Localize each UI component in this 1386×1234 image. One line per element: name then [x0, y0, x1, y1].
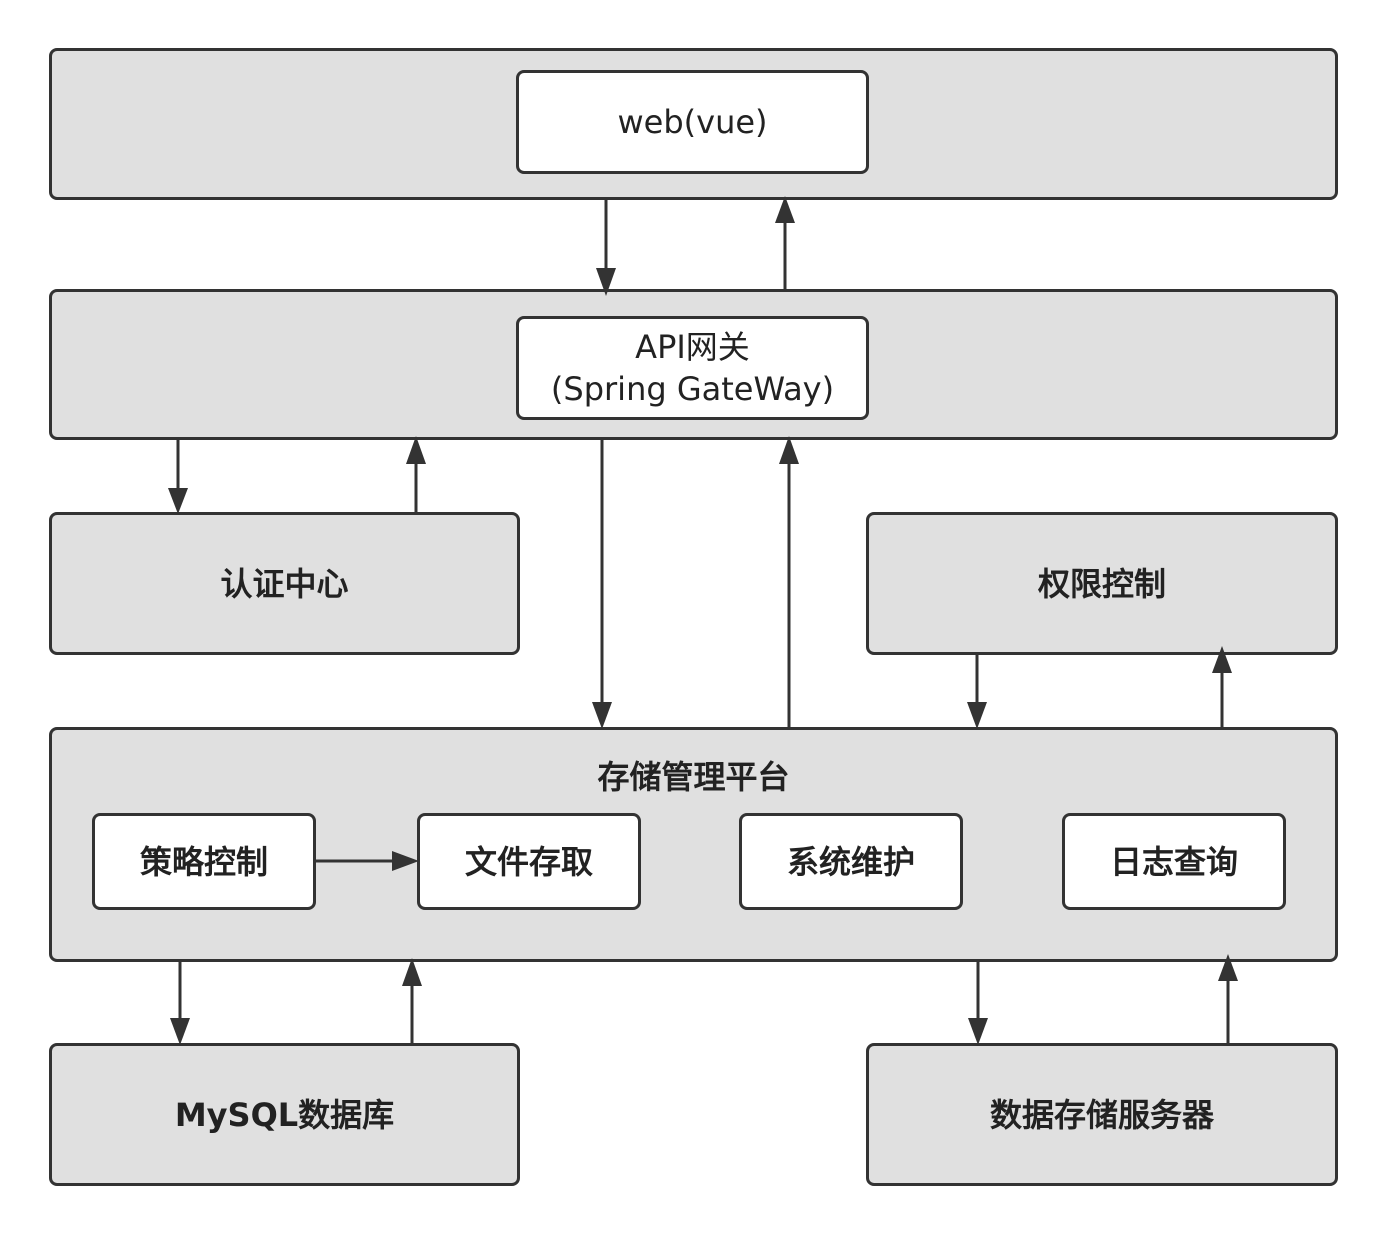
- data-storage-server-label: 数据存储服务器: [989, 1095, 1214, 1134]
- arrowhead-gateway-to-web: [775, 196, 795, 223]
- storage-platform-title: 存储管理平台: [597, 758, 790, 796]
- log-query-label: 日志查询: [1109, 842, 1238, 881]
- system-maintenance-label: 系统维护: [786, 842, 915, 881]
- log-query-node[interactable]: 日志查询: [1062, 813, 1286, 910]
- web-vue-node[interactable]: web(vue): [516, 70, 869, 174]
- data-storage-server-node[interactable]: 数据存储服务器: [866, 1043, 1338, 1186]
- file-access-node[interactable]: 文件存取: [417, 813, 641, 910]
- arrowhead-mysql-to-platform: [402, 958, 422, 986]
- policy-control-node[interactable]: 策略控制: [92, 813, 316, 910]
- file-access-label: 文件存取: [464, 842, 593, 881]
- permission-control-node[interactable]: 权限控制: [866, 512, 1338, 655]
- policy-control-label: 策略控制: [139, 842, 268, 881]
- auth-center-node[interactable]: 认证中心: [49, 512, 520, 655]
- api-gateway-node[interactable]: API网关 (Spring GateWay): [516, 316, 869, 420]
- web-vue-label: web(vue): [617, 103, 768, 141]
- arrowhead-platform-to-mysql: [170, 1018, 190, 1045]
- mysql-database-label: MySQL数据库: [174, 1095, 395, 1134]
- arrowhead-platform-to-storage: [968, 1018, 988, 1045]
- arrowhead-platform-to-gateway: [779, 436, 799, 464]
- auth-center-label: 认证中心: [220, 564, 349, 603]
- arrowhead-auth-to-gateway: [406, 436, 426, 464]
- api-gateway-sublabel: (Spring GateWay): [550, 370, 835, 408]
- arrowhead-gateway-to-auth: [168, 488, 188, 514]
- mysql-database-node[interactable]: MySQL数据库: [49, 1043, 520, 1186]
- arrowhead-permission-to-platform: [967, 702, 987, 729]
- system-maintenance-node[interactable]: 系统维护: [739, 813, 963, 910]
- api-gateway-label: API网关: [635, 328, 750, 366]
- permission-control-label: 权限控制: [1037, 564, 1166, 603]
- arrowhead-gateway-to-platform: [592, 702, 612, 729]
